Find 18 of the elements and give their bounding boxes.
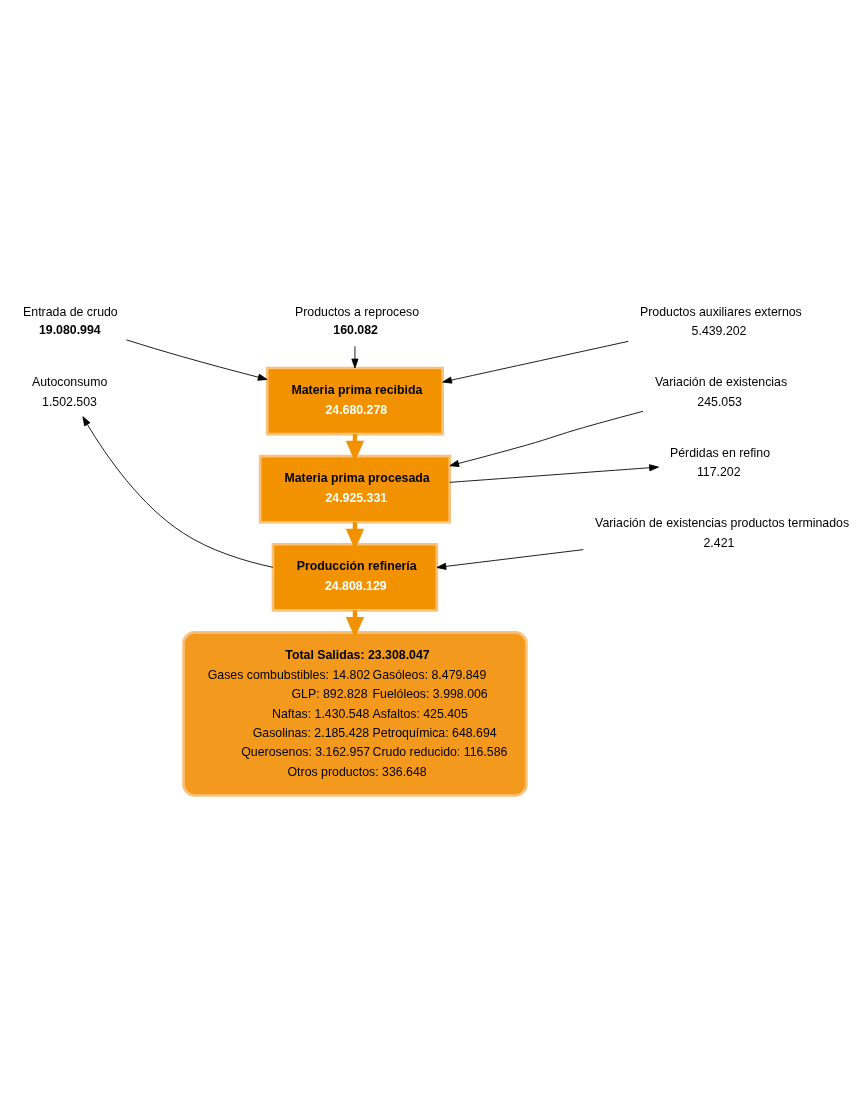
node-text: Pérdidas en refino 117.202 — [670, 445, 771, 480]
node-text: Variación de existencias productos terminados 2.421 — [595, 516, 850, 550]
node-box: Materia prima recibida 24.680.278 — [265, 366, 444, 436]
arrow — [442, 340, 629, 384]
node-text: Variación de existencias 245.053 — [655, 375, 788, 409]
arrow — [449, 464, 659, 483]
arrow — [82, 416, 274, 568]
arrow — [125, 339, 268, 381]
node-box: Producción refinería 24.808.129 — [271, 542, 439, 612]
node-box: Materia prima procesada 24.925.331 — [258, 454, 451, 524]
node-text: Autoconsumo 1.502.503 — [31, 375, 108, 409]
node-text: Productos a reproceso 160.082 — [295, 304, 420, 338]
node-text: Entrada de crudo 19.080.994 — [23, 304, 118, 338]
node-box: Total Salidas: 23.308.047 Gases combubstibles: 14.802 Gasóleos: 8.479.849 GLP: 892.828 Fuelóleos: 3.998.006 Naftas: 1.430.548 Asfaltos: 425.405 Gasolinas: 2.185.428 Petroquímica: 648.694 Querosenos: 3.162.957 Crudo reducido: 116.586 Otros productos: 336.648 — [182, 631, 528, 797]
arrow — [449, 410, 644, 467]
node-text: Productos auxiliares externos 5.439.202 — [640, 304, 802, 339]
arrow — [351, 345, 359, 369]
arrow — [436, 549, 584, 570]
